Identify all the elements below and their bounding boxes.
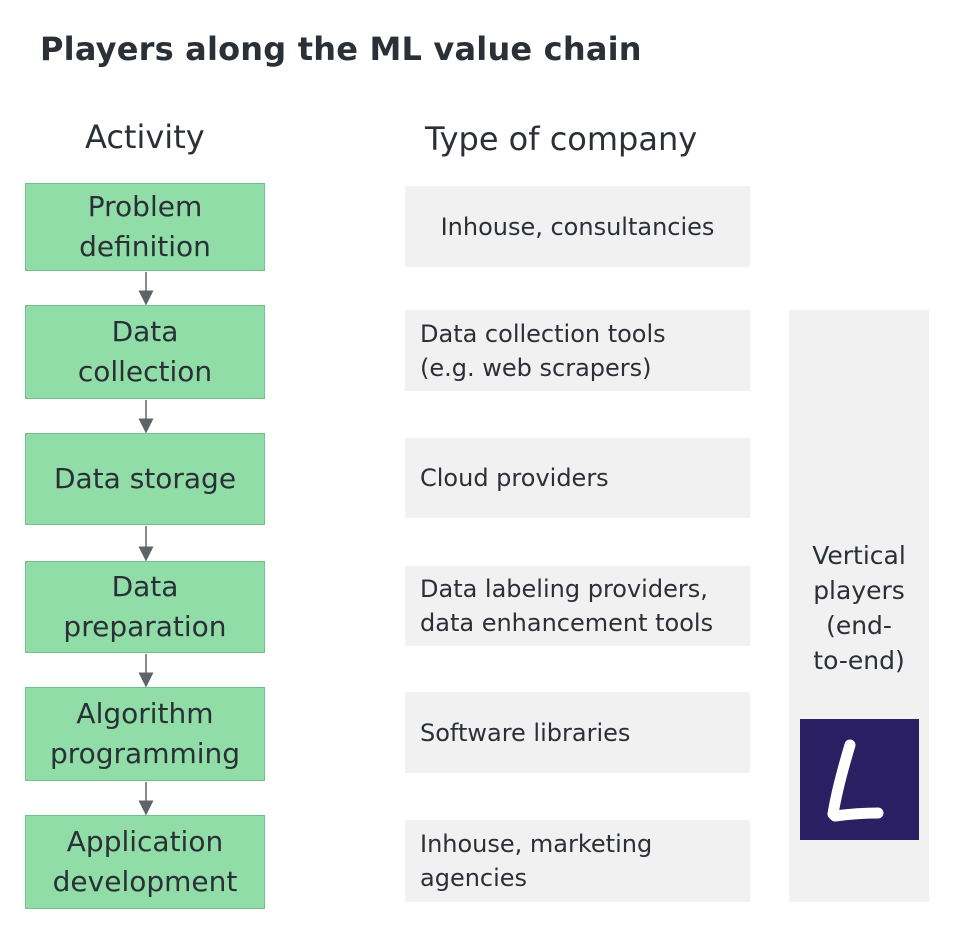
activity-box-problem-definition: Problem definition (25, 183, 265, 271)
activity-box-data-collection: Data collection (25, 305, 265, 399)
page-title: Players along the ML value chain (40, 30, 642, 68)
company-box-inhouse-consultancies: Inhouse, consultancies (405, 186, 750, 267)
activity-column-header: Activity (85, 118, 205, 156)
company-column-header: Type of company (425, 120, 698, 158)
company-box-data-collection-tools: Data collection tools (e.g. web scrapers… (405, 310, 750, 391)
company-box-data-labeling: Data labeling providers, data enhancemen… (405, 566, 750, 646)
l-letter-icon (827, 739, 884, 822)
company-box-software-libraries: Software libraries (405, 692, 750, 773)
activity-box-algorithm-programming: Algorithm programming (25, 687, 265, 781)
activity-box-data-storage: Data storage (25, 433, 265, 525)
vertical-players-label: Vertical players (end- to-end) (812, 541, 906, 675)
company-box-cloud-providers: Cloud providers (405, 438, 750, 518)
company-box-inhouse-marketing: Inhouse, marketing agencies (405, 820, 750, 902)
activity-box-application-development: Application development (25, 815, 265, 909)
lettered-l-logo (800, 719, 919, 840)
activity-box-data-preparation: Data preparation (25, 561, 265, 653)
